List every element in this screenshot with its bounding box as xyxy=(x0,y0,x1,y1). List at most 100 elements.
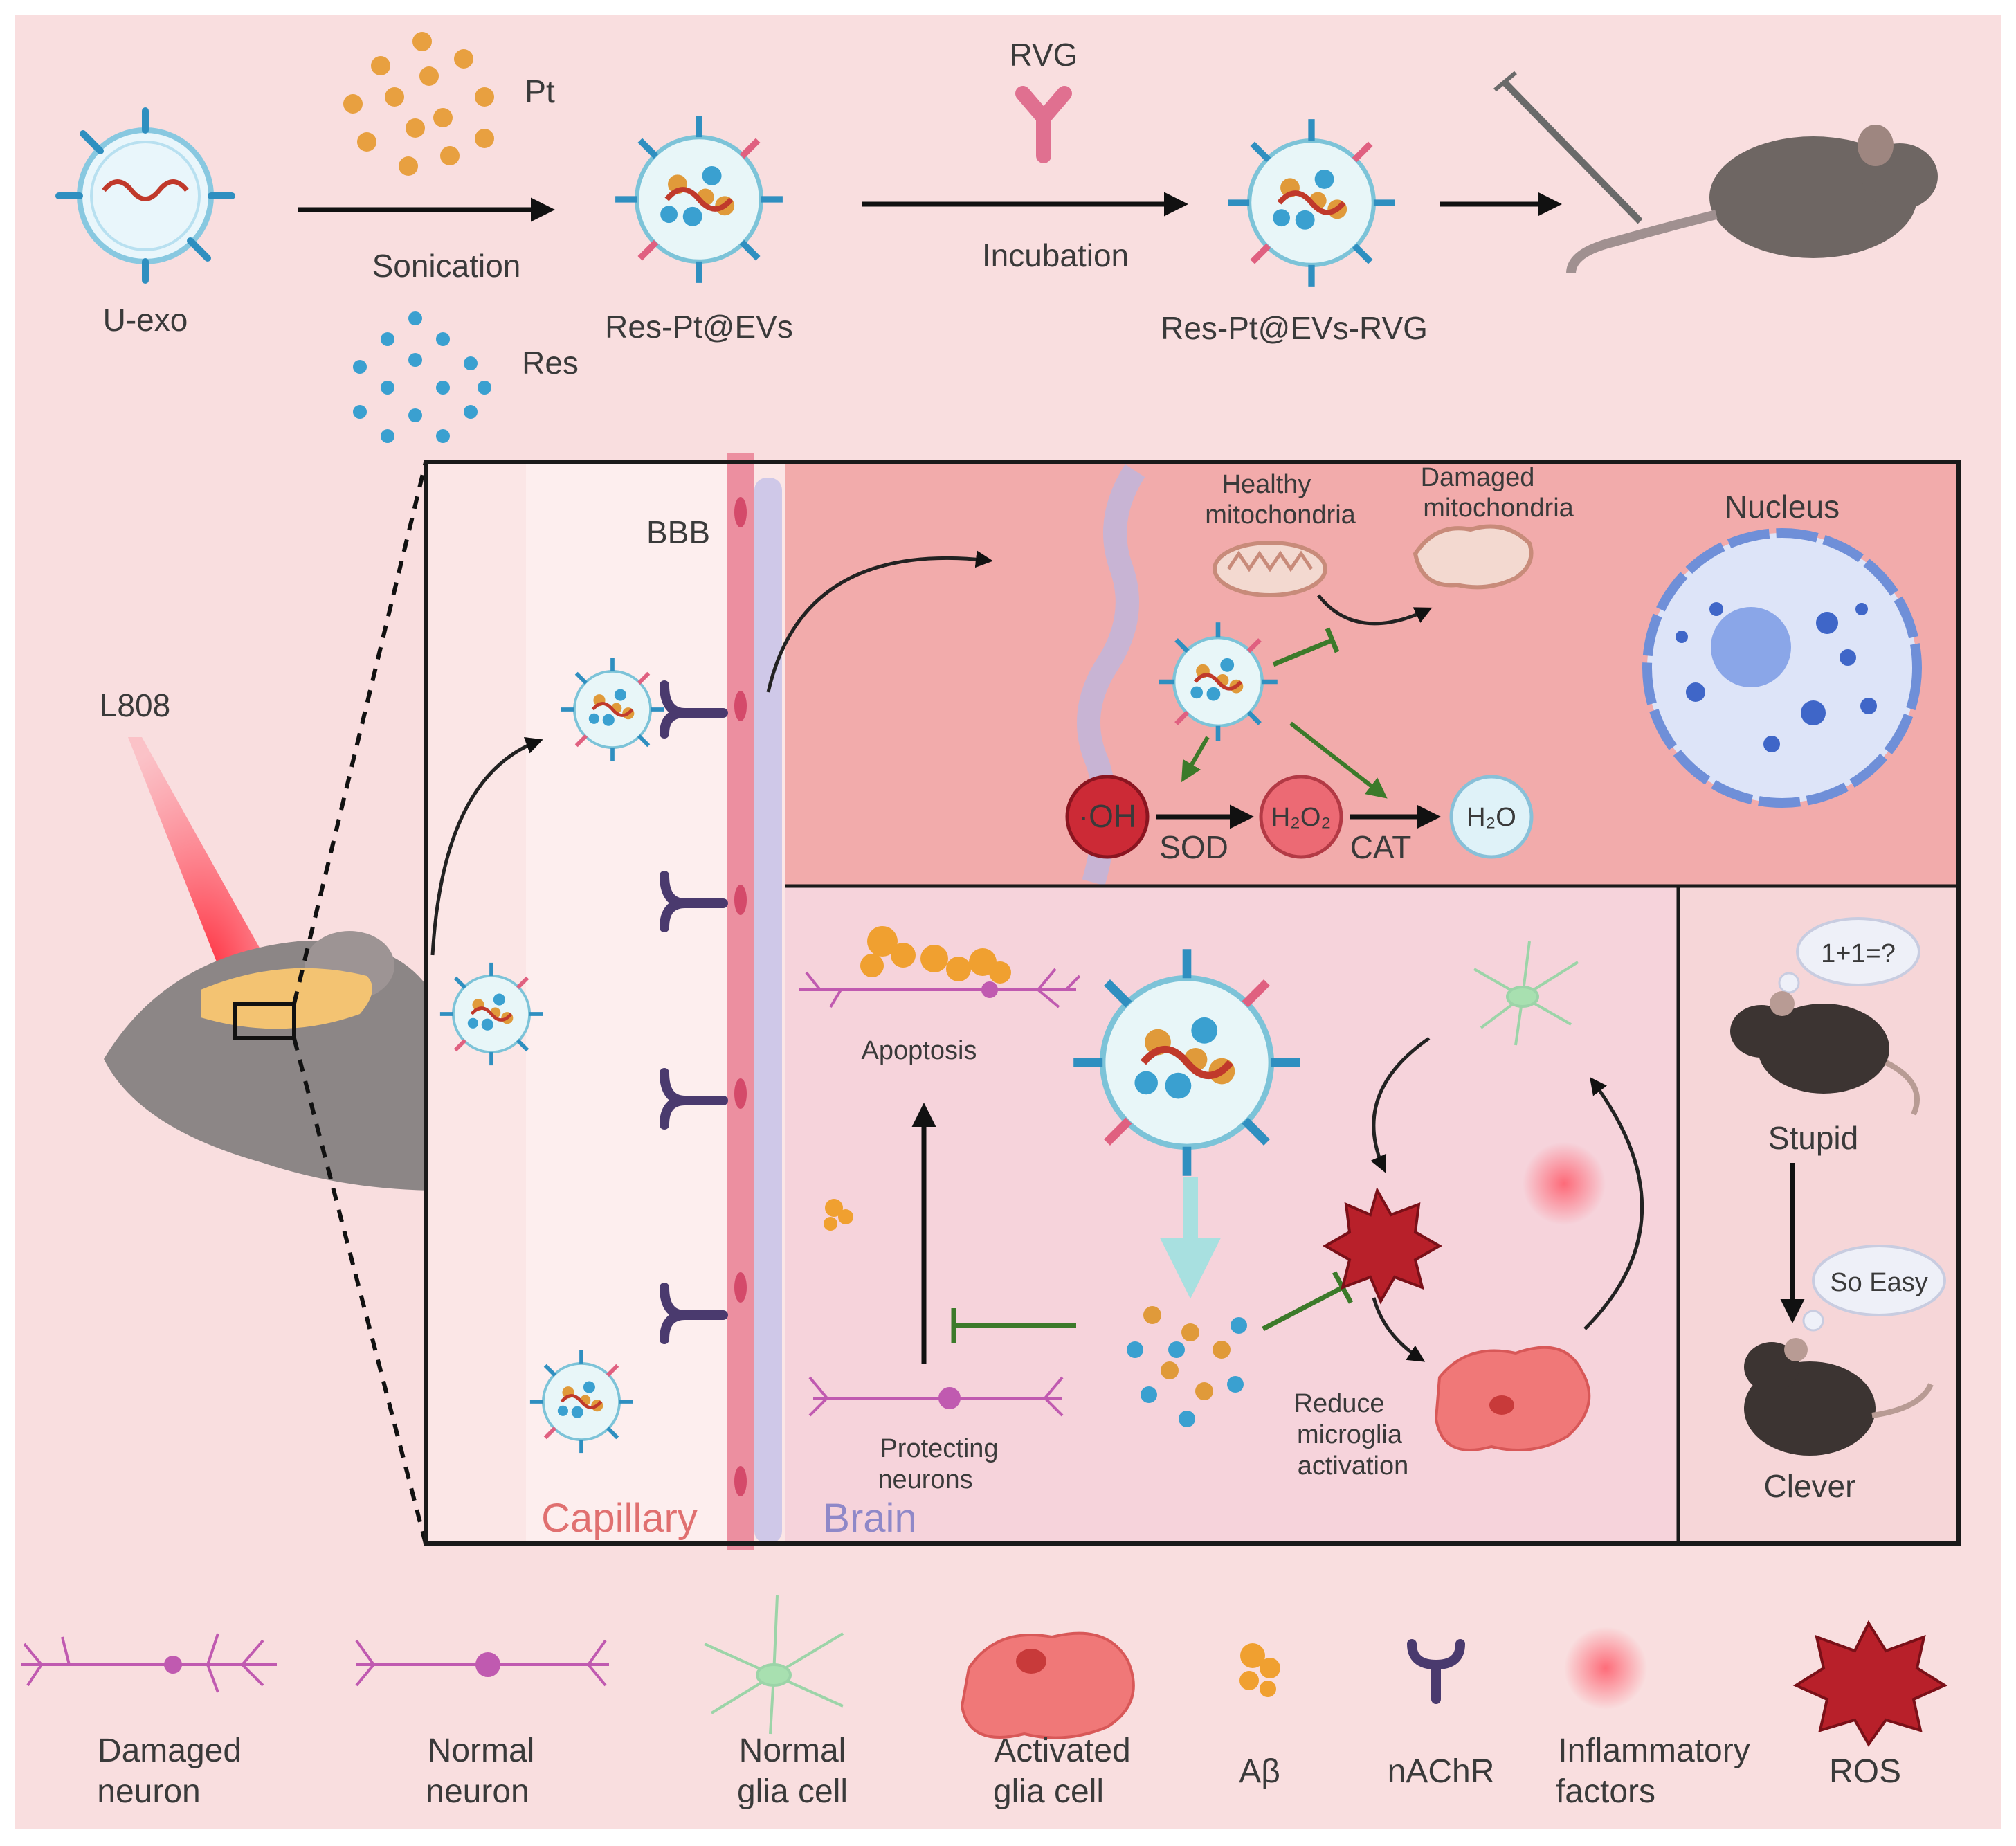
protecting-line2: neurons xyxy=(878,1465,972,1494)
res-pt-evs-rvg-label: Res-Pt@EVs-RVG xyxy=(1161,310,1428,346)
legend-activated-line1: Activated xyxy=(994,1732,1130,1769)
panel-border xyxy=(424,460,1961,1546)
inflammatory-factors-panel-icon xyxy=(1523,1142,1606,1225)
ev-intracellular xyxy=(1159,622,1278,741)
ros-panel-icon xyxy=(1322,1186,1443,1305)
res-label: Res xyxy=(522,345,579,381)
apoptosis-label: Apoptosis xyxy=(862,1036,977,1065)
mito-damage-arrow xyxy=(1317,594,1433,626)
mouse-top-icon xyxy=(1566,125,1938,274)
astrocyte-wall xyxy=(754,478,782,1544)
inhibit-mito-damage xyxy=(1272,637,1334,667)
res-pt-evs-icon xyxy=(615,116,783,283)
legend-normal-glia-icon xyxy=(704,1595,844,1735)
legend: Damaged neuron Normal neuron Normal glia… xyxy=(21,1595,1948,1810)
res-pt-evs-label: Res-Pt@EVs xyxy=(605,309,793,345)
damaged-neuron-panel-icon xyxy=(799,968,1081,1008)
legend-damaged-line2: neuron xyxy=(97,1773,200,1810)
endothelium-nuclei xyxy=(734,497,747,1496)
legend-inflammatory-icon xyxy=(1564,1627,1647,1710)
clever-label: Clever xyxy=(1764,1468,1856,1504)
reduce-line1: Reduce xyxy=(1294,1389,1385,1418)
incubation-label: Incubation xyxy=(982,237,1129,273)
sod-label: SOD xyxy=(1159,829,1228,865)
h2o2-label: H₂O₂ xyxy=(1271,803,1332,832)
so-easy-text: So Easy xyxy=(1830,1268,1928,1297)
healthy-mito-line1: Healthy xyxy=(1222,470,1311,499)
legend-ros-icon xyxy=(1792,1620,1948,1747)
endothelium-wall xyxy=(727,453,754,1550)
u-exo-label: U-exo xyxy=(103,302,188,338)
water-icon xyxy=(1449,775,1534,859)
ev-large-brain xyxy=(1073,949,1300,1176)
inhibit-ros xyxy=(1262,1285,1344,1332)
cat-label: CAT xyxy=(1350,829,1412,865)
hydroxyl-radical-icon xyxy=(1065,775,1150,859)
clever-mouse-icon xyxy=(1744,1338,1934,1456)
ev-to-receptor-arrow xyxy=(430,736,543,956)
healthy-mitochondria-icon xyxy=(1213,541,1327,597)
released-particles-icon xyxy=(1127,1306,1247,1427)
h2o2-icon xyxy=(1259,775,1343,859)
crossing-bbb-arrow xyxy=(766,550,993,693)
legend-abeta-label: Aβ xyxy=(1239,1753,1280,1790)
brain-label: Brain xyxy=(823,1496,916,1541)
syringe-icon xyxy=(1493,71,1643,224)
abeta-free-icon xyxy=(824,1199,853,1231)
zoom-region-box xyxy=(233,1002,296,1040)
laser-label: L808 xyxy=(100,687,170,723)
zoom-line-top xyxy=(292,462,428,1004)
legend-normal-neuron-line1: Normal xyxy=(428,1732,535,1769)
question-text: 1+1=? xyxy=(1821,939,1896,968)
legend-damaged-neuron-icon xyxy=(21,1633,277,1693)
nucleus-label: Nucleus xyxy=(1725,489,1840,525)
activated-glia-panel-icon xyxy=(1434,1346,1591,1451)
water-label: H₂O xyxy=(1466,803,1516,832)
rvg-antibody-icon xyxy=(1015,86,1072,163)
rvg-label: RVG xyxy=(1010,37,1078,73)
sonication-label: Sonication xyxy=(372,248,521,284)
stupid-label: Stupid xyxy=(1768,1120,1858,1156)
legend-inflammatory-line2: factors xyxy=(1556,1773,1655,1810)
sod-activity-arrow xyxy=(1181,736,1210,783)
legend-normal-neuron-line2: neuron xyxy=(426,1773,529,1810)
ev-circulating-2 xyxy=(530,1350,633,1453)
protecting-line1: Protecting xyxy=(880,1434,998,1463)
stupid-mouse-icon xyxy=(1730,991,1920,1116)
legend-activated-glia-icon xyxy=(960,1631,1135,1739)
glia-to-ros-arrow xyxy=(1370,1036,1431,1173)
ev-bound-receptor xyxy=(561,658,664,761)
main-panel: BBB Capillary Brain Healthy mitochondria… xyxy=(424,453,1961,1550)
damaged-mito-line2: mitochondria xyxy=(1423,494,1574,523)
legend-glia-line1: Normal xyxy=(739,1732,846,1769)
ev-circulating-1 xyxy=(440,963,543,1065)
legend-damaged-line1: Damaged xyxy=(98,1732,242,1769)
legend-inflammatory-line1: Inflammatory xyxy=(1558,1732,1750,1769)
legend-activated-line2: glia cell xyxy=(993,1773,1104,1810)
ros-to-activation-arrow xyxy=(1372,1297,1426,1362)
thought-bubble-easy xyxy=(1812,1245,1946,1316)
pt-particles-icon xyxy=(343,32,494,176)
u-exo-icon xyxy=(55,107,235,284)
reduce-line3: activation xyxy=(1298,1451,1409,1481)
nucleus-icon xyxy=(1642,528,1922,808)
legend-abeta-icon xyxy=(1239,1643,1280,1697)
capillary-label: Capillary xyxy=(541,1496,698,1541)
damaged-mito-line1: Damaged xyxy=(1421,463,1535,492)
bbb-label: BBB xyxy=(646,514,710,550)
abeta-aggregates-icon xyxy=(860,926,1011,984)
pt-label: Pt xyxy=(525,73,555,109)
normal-glia-panel-icon xyxy=(1473,941,1579,1046)
res-pt-evs-rvg-icon xyxy=(1228,119,1395,287)
damaged-mitochondria-icon xyxy=(1413,524,1534,590)
nachr-receptors xyxy=(660,680,728,1344)
thought-bubble-question xyxy=(1796,917,1920,986)
reduce-line2: microglia xyxy=(1297,1420,1403,1449)
mouse-head-icon xyxy=(104,931,443,1191)
legend-nachr-icon xyxy=(1407,1639,1465,1704)
legend-nachr-label: nAChR xyxy=(1388,1753,1495,1790)
laser-beam-icon xyxy=(128,737,273,983)
hydroxyl-label: ·OH xyxy=(1078,798,1136,834)
legend-normal-neuron-icon xyxy=(355,1639,609,1687)
